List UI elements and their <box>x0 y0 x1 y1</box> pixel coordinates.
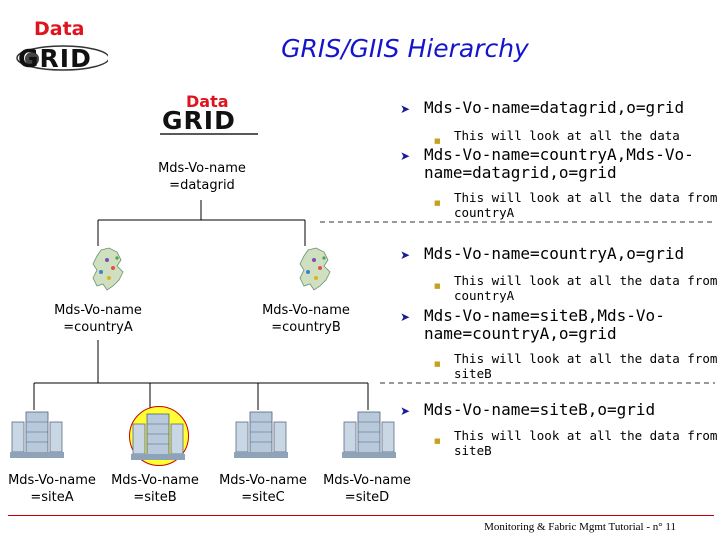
bullet-sub-text: This will look at all the data from <box>454 273 718 288</box>
footer-text: Monitoring & Fabric Mgmt Tutorial - n° 1… <box>484 521 676 533</box>
node-siteB[interactable]: Mds-Vo-name =siteB <box>100 406 210 508</box>
node-label: Mds-Vo-name =countryB <box>258 302 354 336</box>
server-cluster-icon <box>234 411 288 458</box>
server-cluster-icon <box>10 411 64 458</box>
bullet-main-text: Mds-Vo-name=datagrid,o=grid <box>424 98 685 117</box>
node-siteC[interactable]: Mds-Vo-name =siteC <box>208 408 318 508</box>
square-bullet-icon: ■ <box>434 199 441 207</box>
node-countryA[interactable]: Mds-Vo-name =countryA <box>50 246 160 342</box>
square-bullet-icon: ■ <box>434 360 441 368</box>
bullet-sub-text: This will look at all the data from <box>454 190 718 205</box>
node-label: Mds-Vo-name =datagrid <box>140 160 264 194</box>
node-label-line2: =siteC <box>241 490 285 505</box>
bullet-sub-text: This will look at all the data <box>454 128 680 143</box>
node-label-line2: =siteB <box>133 490 177 505</box>
bullet-item: ➤ Mds-Vo-name=siteB,o=grid <box>400 400 718 419</box>
square-bullet-icon: ■ <box>434 137 441 145</box>
bullet-sub-item: ■ This will look at all the data from co… <box>434 190 718 220</box>
arrow-bullet-icon: ➤ <box>400 404 411 418</box>
square-bullet-icon: ■ <box>434 282 441 290</box>
bullet-item: ➤ Mds-Vo-name=countryA,o=grid <box>400 244 718 263</box>
node-label-line1: Mds-Vo-name <box>54 303 142 318</box>
bullet-main-text-cont: name=datagrid,o=grid <box>424 163 617 182</box>
node-label-line1: Mds-Vo-name <box>158 161 246 176</box>
node-countryB[interactable]: Mds-Vo-name =countryB <box>258 246 368 342</box>
bullet-sub-text-cont: countryA <box>454 288 515 303</box>
bullet-sub-item: ■ This will look at all the data from co… <box>434 273 718 303</box>
node-label: Mds-Vo-name =siteA <box>2 472 102 506</box>
node-label-line1: Mds-Vo-name <box>262 303 350 318</box>
datagrid-logo: Data GRID <box>8 18 110 74</box>
arrow-bullet-icon: ➤ <box>400 102 411 116</box>
node-label: Mds-Vo-name =siteD <box>312 472 422 506</box>
node-label: Mds-Vo-name =countryA <box>50 302 146 336</box>
node-siteD[interactable]: Mds-Vo-name =siteD <box>312 408 422 508</box>
europe-map-icon <box>92 247 124 291</box>
page-title: GRIS/GIIS Hierarchy <box>281 34 529 63</box>
server-cluster-icon <box>131 413 185 460</box>
datagrid-logo-icon: Data GRID <box>160 92 260 136</box>
node-label-line2: =siteA <box>30 490 74 505</box>
root-logo-word-data: Data <box>186 92 229 111</box>
root-logo-word-grid: GRID <box>162 106 236 135</box>
node-siteA[interactable]: Mds-Vo-name =siteA <box>2 408 102 508</box>
bullet-sub-item: ■ This will look at all the data from si… <box>434 428 718 458</box>
bullet-sub-item: ■ This will look at all the data from si… <box>434 351 718 381</box>
bullet-sub-text: This will look at all the data from <box>454 428 718 443</box>
footer-rule <box>8 515 714 516</box>
logo-word-data: Data <box>34 18 85 40</box>
node-label: Mds-Vo-name =siteB <box>100 472 210 506</box>
bullet-sub-text-cont: siteB <box>454 366 492 381</box>
bullet-main-text-cont: name=countryA,o=grid <box>424 324 617 343</box>
arrow-bullet-icon: ➤ <box>400 248 411 262</box>
bullet-sub-text-cont: siteB <box>454 443 492 458</box>
europe-map-icon <box>299 247 331 291</box>
square-bullet-icon: ■ <box>434 437 441 445</box>
bullet-sub-text-cont: countryA <box>454 205 515 220</box>
node-label-line2: =countryA <box>63 320 133 335</box>
node-label: Mds-Vo-name =siteC <box>208 472 318 506</box>
bullet-item: ➤ Mds-Vo-name=datagrid,o=grid <box>400 98 718 117</box>
bullet-main-text: Mds-Vo-name=countryA,Mds-Vo- <box>424 145 694 164</box>
bullet-main-text: Mds-Vo-name=countryA,o=grid <box>424 244 685 263</box>
bullet-item: ➤ Mds-Vo-name=countryA,Mds-Vo- name=data… <box>400 145 718 182</box>
node-label-line1: Mds-Vo-name <box>219 473 307 488</box>
bullet-item: ➤ Mds-Vo-name=siteB,Mds-Vo- name=country… <box>400 306 718 343</box>
node-label-line2: =datagrid <box>169 178 235 193</box>
node-label-line2: =siteD <box>344 490 390 505</box>
node-label-line1: Mds-Vo-name <box>323 473 411 488</box>
arrow-bullet-icon: ➤ <box>400 149 411 163</box>
node-label-line1: Mds-Vo-name <box>8 473 96 488</box>
node-root[interactable]: Data GRID Mds-Vo-name =datagrid <box>140 92 264 202</box>
bullet-sub-text: This will look at all the data from <box>454 351 718 366</box>
bullet-sub-item: ■ This will look at all the data <box>434 128 718 147</box>
logo-word-grid: GRID <box>18 44 92 73</box>
node-label-line2: =countryB <box>271 320 341 335</box>
bullet-main-text: Mds-Vo-name=siteB,Mds-Vo- <box>424 306 665 325</box>
bullet-main-text: Mds-Vo-name=siteB,o=grid <box>424 400 656 419</box>
node-label-line1: Mds-Vo-name <box>111 473 199 488</box>
arrow-bullet-icon: ➤ <box>400 310 411 324</box>
server-cluster-icon <box>342 411 396 458</box>
